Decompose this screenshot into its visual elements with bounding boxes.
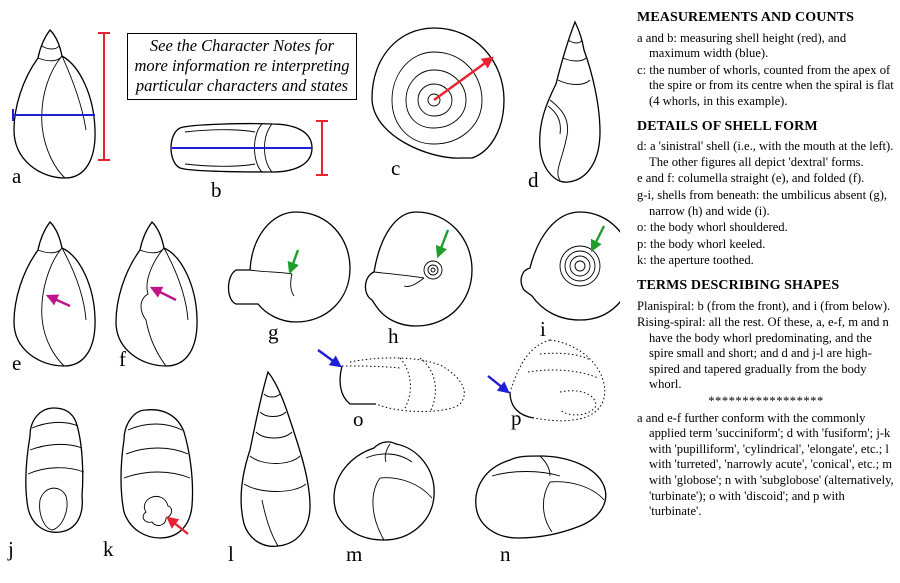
section-measurements: MEASUREMENTS AND COUNTS a and b: measuri…: [637, 10, 895, 110]
shell-b: [170, 120, 328, 176]
section-terms: TERMS DESCRIBING SHAPES Planispiral: b (…: [637, 278, 895, 520]
shell-a: [12, 29, 110, 179]
shell-diagram-figure: a b c d e: [7, 20, 620, 566]
note-item: e and f: columella straight (e), and fol…: [637, 171, 865, 186]
label-n: n: [500, 542, 511, 566]
shell-e: [13, 221, 96, 367]
shell-d: [539, 20, 601, 183]
shell-c: [371, 27, 505, 159]
heading-terms: TERMS DESCRIBING SHAPES: [637, 277, 840, 293]
label-g: g: [268, 320, 279, 344]
label-j: j: [7, 537, 14, 561]
separator-stars: *****************: [708, 394, 824, 409]
label-d: d: [528, 168, 539, 192]
note-item: c: the number of whorls, counted from th…: [637, 62, 894, 108]
note-item-final: a and e-f further conform with the commo…: [637, 410, 894, 519]
shell-i: [520, 211, 620, 321]
label-c: c: [391, 156, 400, 180]
shell-o: [317, 349, 465, 413]
label-f: f: [119, 347, 126, 371]
label-a: a: [12, 164, 22, 188]
label-l: l: [228, 542, 234, 566]
label-i: i: [540, 317, 546, 341]
shell-h: [364, 211, 473, 327]
shell-f: [115, 221, 198, 367]
note-line-1: See the Character Notes for: [149, 36, 335, 55]
label-h: h: [388, 324, 399, 348]
shell-m: [333, 441, 435, 541]
note-item: k: the aperture toothed.: [637, 253, 754, 268]
label-m: m: [346, 542, 362, 566]
notes-panel: MEASUREMENTS AND COUNTS a and b: measuri…: [637, 10, 895, 529]
shell-j: [25, 407, 85, 533]
label-e: e: [12, 351, 21, 375]
shell-g: [227, 211, 351, 323]
shell-n: [475, 455, 607, 539]
section-details: DETAILS OF SHELL FORM d: a 'sinistral' s…: [637, 119, 895, 269]
label-b: b: [211, 178, 222, 202]
shell-p: [487, 339, 606, 422]
note-item: d: a 'sinistral' shell (i.e., with the m…: [637, 139, 894, 169]
label-o: o: [353, 407, 364, 431]
heading-details: DETAILS OF SHELL FORM: [637, 118, 818, 134]
character-notes-box: See the Character Notes for more informa…: [127, 33, 357, 100]
note-item: Planispiral: b (from the front), and i (…: [637, 298, 891, 313]
shell-k: [120, 409, 194, 539]
note-item: a and b: measuring shell height (red), a…: [637, 30, 847, 61]
label-k: k: [103, 537, 114, 561]
note-line-2: more information re interpreting: [134, 56, 350, 75]
note-item: o: the body whorl shouldered.: [637, 220, 788, 235]
heading-measurements: MEASUREMENTS AND COUNTS: [637, 10, 854, 25]
note-item: g-i, shells from beneath: the umbilicus …: [637, 187, 888, 218]
shell-l: [240, 370, 311, 548]
note-line-3: particular characters and states: [135, 76, 349, 95]
note-item: p: the body whorl keeled.: [637, 236, 766, 251]
label-p: p: [511, 406, 522, 430]
note-item: Rising-spiral: all the rest. Of these, a…: [637, 315, 889, 392]
